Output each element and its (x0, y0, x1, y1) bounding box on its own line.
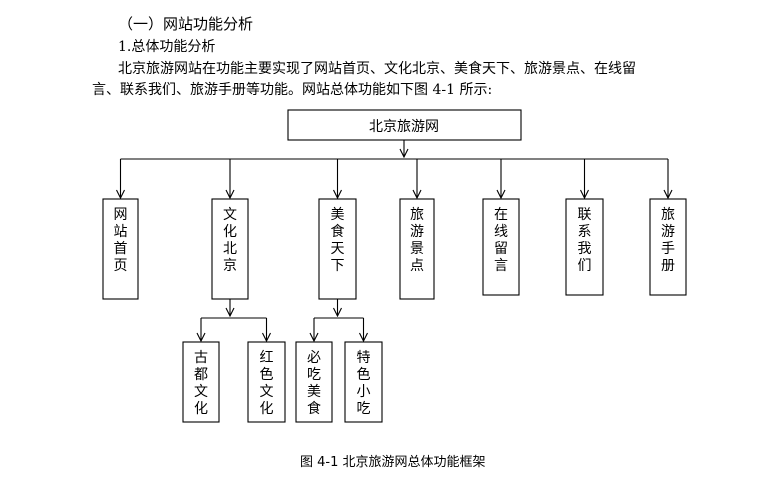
level1-node-label-4: 旅游景点 (410, 207, 424, 274)
level1-node-label-1: 网站首页 (114, 207, 128, 274)
food-child-node-label-2: 特色小吃 (357, 350, 371, 417)
level1-node-box-6 (565, 198, 604, 296)
food-child-node-box-1 (295, 341, 333, 423)
level1-node-label-2: 文化北京 (223, 207, 237, 274)
level1-node-box-5 (482, 198, 520, 296)
culture-child-node-box-1 (182, 341, 220, 423)
figure-caption: 图 4-1 北京旅游网总体功能框架 (300, 455, 486, 470)
level1-node-box-7 (649, 198, 687, 296)
paragraph-line-2: 言、联系我们、旅游手册等功能。网站总体功能如下图 4-1 所示: (92, 82, 493, 98)
root-node-box (287, 109, 522, 141)
level1-node-label-3: 美食天下 (331, 207, 345, 274)
culture-child-node-box-2 (247, 341, 286, 423)
level1-node-label-6: 联系我们 (578, 207, 592, 274)
level1-node-box-2 (211, 198, 249, 300)
culture-child-node-label-2: 红色文化 (260, 350, 274, 417)
subsection-heading: 1.总体功能分析 (118, 39, 216, 55)
root-node-label: 北京旅游网 (369, 119, 439, 135)
food-child-node-box-2 (344, 341, 383, 423)
section-heading: （一）网站功能分析 (118, 15, 254, 33)
level1-node-label-5: 在线留言 (494, 207, 508, 274)
level1-node-label-7: 旅游手册 (661, 207, 675, 274)
level1-node-box-4 (399, 198, 435, 300)
paragraph-line-1: 北京旅游网站在功能主要实现了网站首页、文化北京、美食天下、旅游景点、在线留 (118, 61, 636, 77)
level1-node-box-1 (102, 198, 139, 300)
food-child-node-label-1: 必吃美食 (307, 350, 321, 417)
level1-node-box-3 (318, 198, 357, 300)
culture-child-node-label-1: 古都文化 (194, 350, 208, 417)
